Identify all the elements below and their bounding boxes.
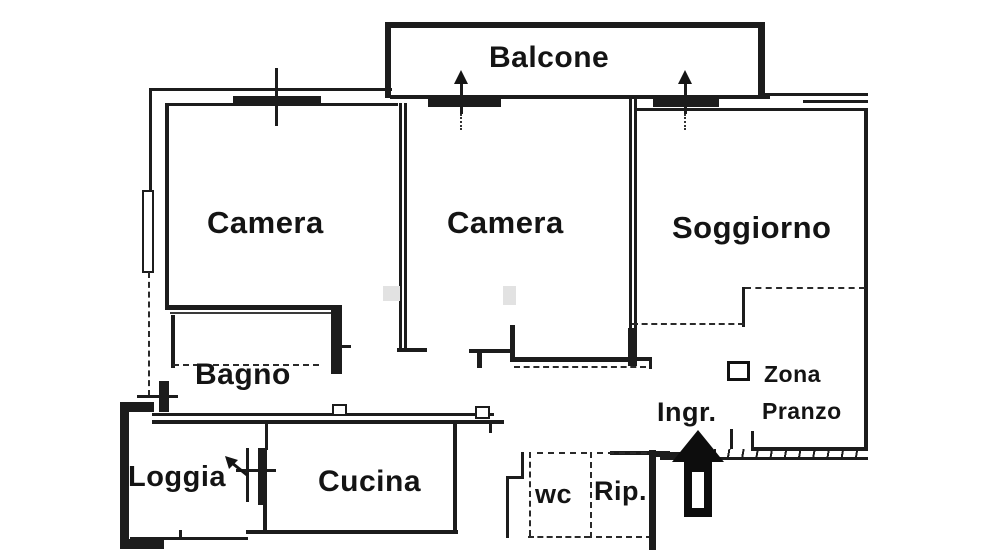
hall-tee-stub bbox=[477, 353, 482, 368]
wc-rip-divider-dashed bbox=[590, 452, 592, 538]
room-label-ingresso: Ingr. bbox=[657, 397, 717, 427]
scan-smudge bbox=[503, 286, 516, 305]
wc-wall-south-dashed bbox=[528, 536, 590, 538]
ingresso-stub-v bbox=[730, 429, 733, 449]
boundary-hatch-icon bbox=[700, 449, 868, 459]
entrance-arrow-icon bbox=[672, 430, 724, 517]
hall-tee-wall bbox=[469, 349, 512, 353]
camera-mid-south-corner-v bbox=[510, 325, 515, 360]
loggia-wall-left bbox=[120, 402, 129, 548]
cucina-wall-east bbox=[453, 424, 457, 534]
camera-left-wall-south bbox=[165, 305, 342, 310]
loggia-door-line bbox=[236, 469, 276, 472]
room-label-camera-left: Camera bbox=[207, 205, 324, 240]
zona-pranzo-dash-upper bbox=[745, 287, 865, 289]
bagno-wall-notch bbox=[341, 345, 351, 348]
loggia-door-jamb-thin bbox=[246, 448, 249, 502]
dining-table-icon bbox=[727, 361, 750, 381]
wall-left-upper bbox=[149, 88, 152, 193]
loggia-door-arrow-icon bbox=[225, 456, 248, 477]
soggiorno-wall-north-inner bbox=[636, 108, 866, 111]
balcony-door-arrow-stem bbox=[460, 84, 463, 114]
room-label-pranzo: Pranzo bbox=[762, 398, 842, 424]
zona-pranzo-step-v bbox=[742, 287, 745, 327]
vent-bump-2 bbox=[475, 406, 490, 419]
rip-wall-north-dashed bbox=[597, 452, 647, 454]
partition-cameras-1 bbox=[399, 103, 402, 352]
rip-wall-south-dashed bbox=[596, 536, 652, 538]
wc-wall-north-dashed bbox=[537, 452, 587, 454]
loggia-wall-corner-bottom bbox=[120, 539, 164, 549]
cucina-wall-west-upper bbox=[265, 424, 268, 450]
balcony-wall-right bbox=[758, 22, 765, 98]
window-line-top-right bbox=[803, 100, 868, 103]
balcony-door-arrow-icon bbox=[678, 70, 692, 84]
camera-left-wall-south-inner bbox=[170, 312, 333, 314]
partition-soggiorno-end bbox=[628, 328, 637, 366]
cucina-wall-south bbox=[246, 530, 458, 534]
camera-left-wall-north-inner bbox=[165, 103, 398, 106]
hall-wall-lower bbox=[152, 420, 504, 424]
window-left-wall bbox=[142, 190, 154, 273]
wall-left-dashed bbox=[148, 272, 150, 396]
room-label-wc: wc bbox=[535, 479, 573, 509]
balcony-door-arrow-stem bbox=[684, 84, 687, 114]
partition-soggiorno-2 bbox=[634, 99, 637, 331]
bagno-wall-east-thick bbox=[331, 310, 342, 374]
door-line-loggia bbox=[137, 395, 178, 398]
balcony-door-arrow-icon bbox=[454, 70, 468, 84]
room-label-bagno: Bagno bbox=[195, 358, 291, 391]
zona-pranzo-dash-lower bbox=[632, 323, 744, 325]
partition-end-tick bbox=[397, 348, 427, 352]
zona-pranzo-corner-v bbox=[751, 431, 754, 449]
balcony-door-sill-1 bbox=[428, 99, 501, 107]
wc-step-h bbox=[506, 476, 524, 479]
soggiorno-wall-east bbox=[864, 108, 868, 450]
room-label-balcone: Balcone bbox=[489, 41, 610, 74]
bagno-wall-west bbox=[171, 315, 175, 368]
cucina-wall-west-lower bbox=[263, 503, 267, 534]
room-label-cucina: Cucina bbox=[318, 465, 422, 498]
hall-wall-upper bbox=[152, 413, 494, 416]
wc-step-v2 bbox=[506, 478, 509, 538]
wall-top-right bbox=[765, 93, 868, 96]
partition-step-h bbox=[636, 357, 652, 361]
wc-step-v1 bbox=[521, 452, 524, 478]
wall-top-mid bbox=[390, 95, 770, 99]
room-label-camera-mid: Camera bbox=[447, 205, 564, 240]
balcony-wall-left bbox=[385, 22, 391, 98]
vent-bump-1 bbox=[332, 404, 347, 416]
loggia-wall-south-line bbox=[130, 537, 248, 540]
rip-wall-east bbox=[649, 450, 656, 550]
loggia-south-tick bbox=[179, 530, 182, 539]
wall-top-left bbox=[150, 88, 392, 91]
balcony-door-arrow-tail bbox=[684, 114, 686, 130]
window-cross-mark bbox=[275, 68, 278, 126]
loggia-door-jamb-thick bbox=[258, 448, 267, 505]
room-label-loggia: Loggia bbox=[128, 461, 227, 493]
camera-mid-south-wall bbox=[510, 357, 632, 362]
balcony-door-arrow-tail bbox=[460, 114, 462, 130]
partition-cameras-2 bbox=[404, 103, 407, 352]
balcony-wall-top bbox=[385, 22, 764, 28]
wc-wall-west-dashed bbox=[529, 452, 531, 536]
bagno-fixture-edge bbox=[173, 364, 319, 366]
partition-step-v bbox=[649, 357, 652, 369]
loggia-wall-corner-top bbox=[120, 402, 154, 412]
room-label-rip: Rip. bbox=[594, 476, 647, 506]
hall-threshold bbox=[514, 366, 646, 368]
scan-smudge bbox=[383, 286, 400, 301]
room-label-soggiorno: Soggiorno bbox=[672, 210, 832, 245]
camera-left-wall-west bbox=[165, 103, 169, 309]
partition-soggiorno-1 bbox=[629, 99, 632, 331]
room-label-zona: Zona bbox=[764, 361, 821, 387]
hall-wall-end-tick bbox=[489, 420, 492, 433]
